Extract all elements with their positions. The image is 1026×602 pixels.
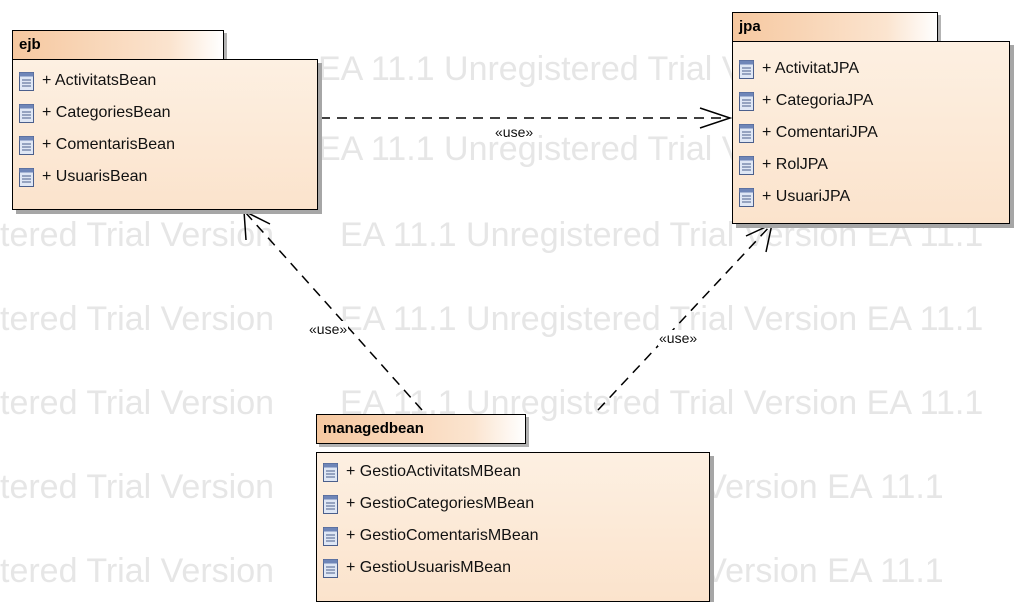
class-name: + RolJPA bbox=[762, 156, 828, 173]
class-icon bbox=[19, 71, 34, 91]
package-name: managedbean bbox=[323, 420, 424, 437]
ejb-to-jpa-arrowhead bbox=[699, 107, 733, 129]
package-body: + ActivitatsBean + CategoriesBean + Come… bbox=[12, 59, 318, 210]
class-name: + UsuariJPA bbox=[762, 188, 851, 205]
class-name: + GestioActivitatsMBean bbox=[346, 463, 521, 480]
package-name: ejb bbox=[19, 36, 41, 53]
package-name: jpa bbox=[739, 18, 761, 35]
class-name: + GestioCategoriesMBean bbox=[346, 495, 535, 512]
package-tab: jpa bbox=[732, 12, 938, 42]
class-name: + UsuarisBean bbox=[42, 168, 148, 185]
class-icon bbox=[739, 91, 754, 111]
class-item[interactable]: + UsuarisBean bbox=[19, 162, 147, 192]
class-name: + GestioUsuarisMBean bbox=[346, 559, 511, 576]
class-item[interactable]: + GestioActivitatsMBean bbox=[323, 457, 521, 487]
class-name: + CategoriaJPA bbox=[762, 92, 874, 109]
class-icon bbox=[19, 135, 34, 155]
class-item[interactable]: + UsuariJPA bbox=[739, 182, 850, 212]
class-icon bbox=[19, 103, 34, 123]
package-ejb[interactable]: ejb + ActivitatsBean + CategoriesBean + … bbox=[12, 30, 318, 210]
managedbean-to-ejb-line bbox=[244, 211, 423, 411]
class-item[interactable]: + ComentariJPA bbox=[739, 118, 878, 148]
class-item[interactable]: + GestioCategoriesMBean bbox=[323, 489, 534, 519]
class-icon bbox=[323, 494, 338, 514]
class-item[interactable]: + GestioUsuarisMBean bbox=[323, 553, 511, 583]
managedbean-to-jpa-arrowhead bbox=[745, 222, 774, 253]
class-name: + ActivitatsBean bbox=[42, 72, 157, 89]
package-tab: ejb bbox=[12, 30, 224, 60]
class-icon bbox=[323, 462, 338, 482]
class-name: + ActivitatJPA bbox=[762, 60, 860, 77]
package-body: + GestioActivitatsMBean + GestioCategori… bbox=[316, 452, 710, 602]
class-item[interactable]: + ComentarisBean bbox=[19, 130, 175, 160]
package-managedbean[interactable]: managedbean + GestioActivitatsMBean + Ge… bbox=[316, 414, 710, 602]
use-label-ejb-jpa: «use» bbox=[494, 124, 535, 140]
managedbean-to-ejb-arrowhead bbox=[243, 209, 271, 241]
class-name: + ComentarisBean bbox=[42, 136, 175, 153]
class-icon bbox=[323, 526, 338, 546]
use-label-managedbean-ejb: «use» bbox=[308, 321, 349, 337]
class-item[interactable]: + RolJPA bbox=[739, 150, 828, 180]
class-name: + CategoriesBean bbox=[42, 104, 171, 121]
class-name: + ComentariJPA bbox=[762, 124, 878, 141]
class-icon bbox=[739, 123, 754, 143]
class-icon bbox=[323, 558, 338, 578]
class-item[interactable]: + GestioComentarisMBean bbox=[323, 521, 539, 551]
managedbean-to-jpa-line bbox=[597, 223, 773, 411]
package-tab: managedbean bbox=[316, 414, 526, 444]
class-item[interactable]: + CategoriesBean bbox=[19, 98, 171, 128]
class-icon bbox=[739, 155, 754, 175]
class-icon bbox=[739, 187, 754, 207]
class-item[interactable]: + CategoriaJPA bbox=[739, 86, 873, 116]
package-body: + ActivitatJPA + CategoriaJPA + Comentar… bbox=[732, 41, 1010, 224]
class-name: + GestioComentarisMBean bbox=[346, 527, 539, 544]
package-jpa[interactable]: jpa + ActivitatJPA + CategoriaJPA + Come… bbox=[732, 12, 1010, 224]
class-item[interactable]: + ActivitatJPA bbox=[739, 54, 859, 84]
class-icon bbox=[19, 167, 34, 187]
class-icon bbox=[739, 59, 754, 79]
use-label-managedbean-jpa: «use» bbox=[658, 330, 699, 346]
class-item[interactable]: + ActivitatsBean bbox=[19, 66, 156, 96]
